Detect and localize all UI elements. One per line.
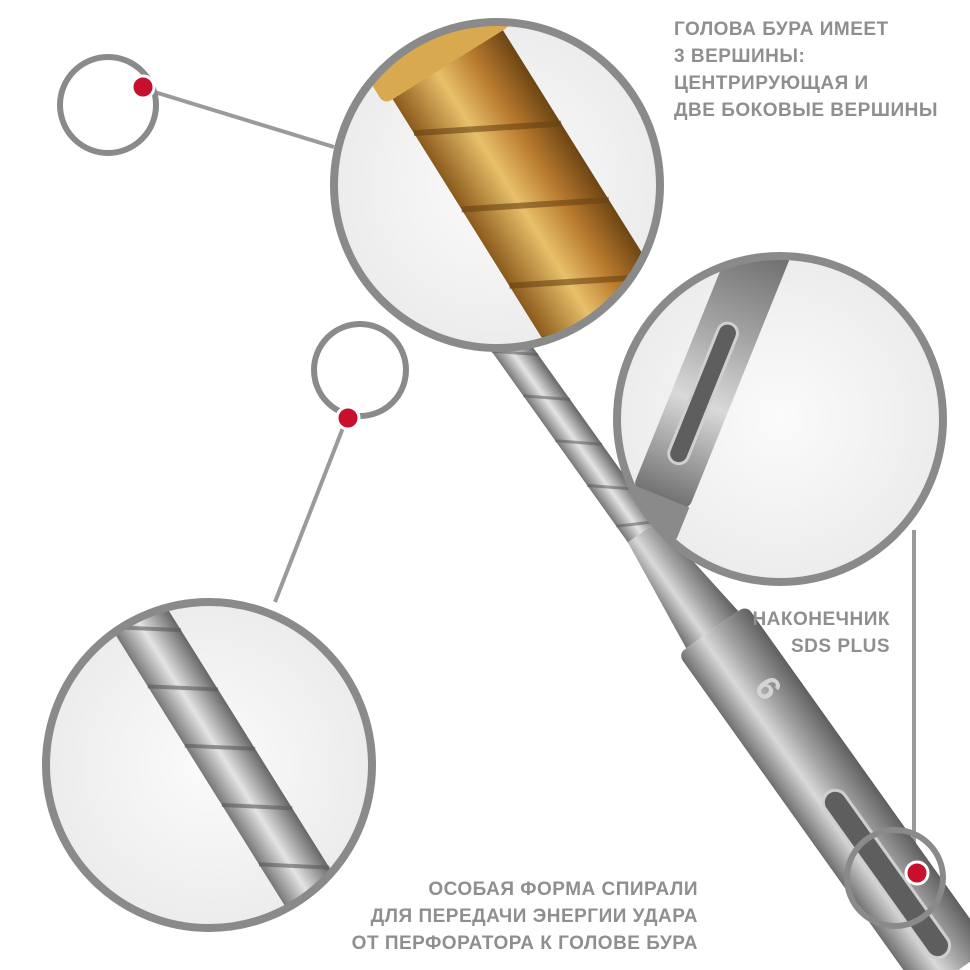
drill-neck <box>627 521 739 649</box>
head-annotation-line: ЦЕНТРИРУЮЩАЯ И <box>674 73 869 94</box>
head-annotation-line: 3 ВЕРШИНЫ: <box>674 46 806 67</box>
head-annotation-line: ДВЕ БОКОВЫЕ ВЕРШИНЫ <box>674 100 938 121</box>
shank-groove <box>821 788 952 960</box>
marker-dots <box>130 74 930 886</box>
sds-tip-annotation-line: НАКОНЕЧНИК <box>752 609 890 630</box>
head-annotation-line: ГОЛОВА БУРА ИМЕЕТ <box>674 19 889 40</box>
spiral-annotation-line: ОТ ПЕРФОРАТОРА К ГОЛОВЕ БУРА <box>351 933 698 954</box>
head-marker-dot <box>130 74 156 100</box>
spiral-marker-ring <box>311 321 409 419</box>
head-marker-ring <box>57 54 159 156</box>
head-connector-line <box>147 88 335 149</box>
zoom-circle-spiral <box>42 598 376 932</box>
spiral-annotation: ОСОБАЯ ФОРМА СПИРАЛИ ДЛЯ ПЕРЕДАЧИ ЭНЕРГИ… <box>352 876 698 957</box>
spiral-annotation-line: ОСОБАЯ ФОРМА СПИРАЛИ <box>428 879 698 900</box>
spiral-annotation-line: ДЛЯ ПЕРЕДАЧИ ЭНЕРГИИ УДАРА <box>370 906 698 927</box>
sds-tip-annotation-line: SDS PLUS <box>790 636 890 657</box>
tip-marker-dot <box>904 860 930 886</box>
tip-marker-ring <box>844 827 946 929</box>
callout-connectors <box>147 88 916 860</box>
head-annotation: ГОЛОВА БУРА ИМЕЕТ 3 ВЕРШИНЫ: ЦЕНТРИРУЮЩА… <box>674 16 938 124</box>
sds-tip-annotation: НАКОНЕЧНИК SDS PLUS <box>752 606 890 660</box>
spiral-connector-line <box>273 419 348 603</box>
zoom-circle-sds-tip <box>613 252 947 586</box>
spiral-marker-dot <box>335 405 361 431</box>
drill-spiral-body <box>476 309 658 543</box>
